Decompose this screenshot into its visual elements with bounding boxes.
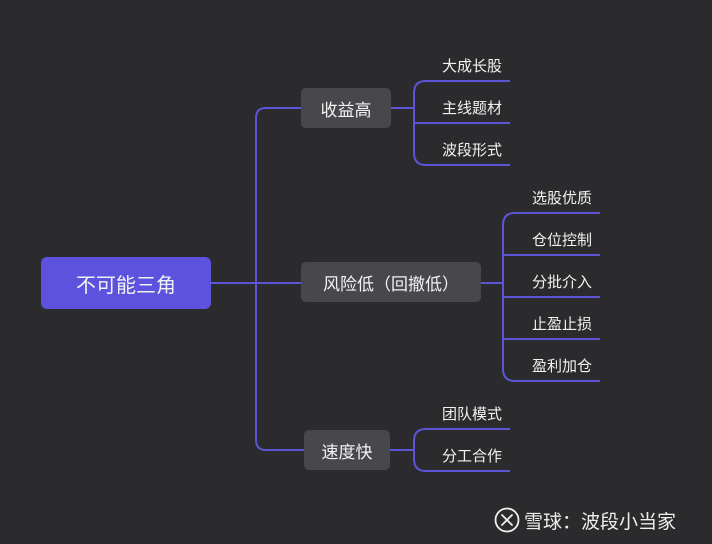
leaf-node[interactable]: 选股优质 (532, 189, 593, 207)
leaf-node[interactable]: 大成长股 (442, 57, 503, 75)
leaf-node[interactable]: 分工合作 (442, 447, 503, 465)
leaf-node[interactable]: 止盈止损 (532, 315, 593, 333)
leaf-node[interactable]: 盈利加仓 (532, 357, 593, 375)
root-node[interactable]: 不可能三角 (41, 257, 211, 309)
leaf-node[interactable]: 仓位控制 (532, 231, 593, 249)
branch-node-return[interactable]: 收益高 (301, 88, 391, 128)
watermark: 雪球：波段小当家 (494, 506, 704, 534)
leaf-node[interactable]: 团队模式 (442, 405, 503, 423)
snowball-logo-icon (494, 507, 520, 533)
branch-node-speed[interactable]: 速度快 (304, 430, 390, 470)
leaf-node[interactable]: 波段形式 (442, 141, 503, 159)
leaf-node[interactable]: 主线题材 (442, 99, 503, 117)
branch-node-risk[interactable]: 风险低（回撤低） (301, 262, 481, 302)
watermark-text: 雪球：波段小当家 (524, 510, 677, 533)
leaf-node[interactable]: 分批介入 (532, 273, 593, 291)
